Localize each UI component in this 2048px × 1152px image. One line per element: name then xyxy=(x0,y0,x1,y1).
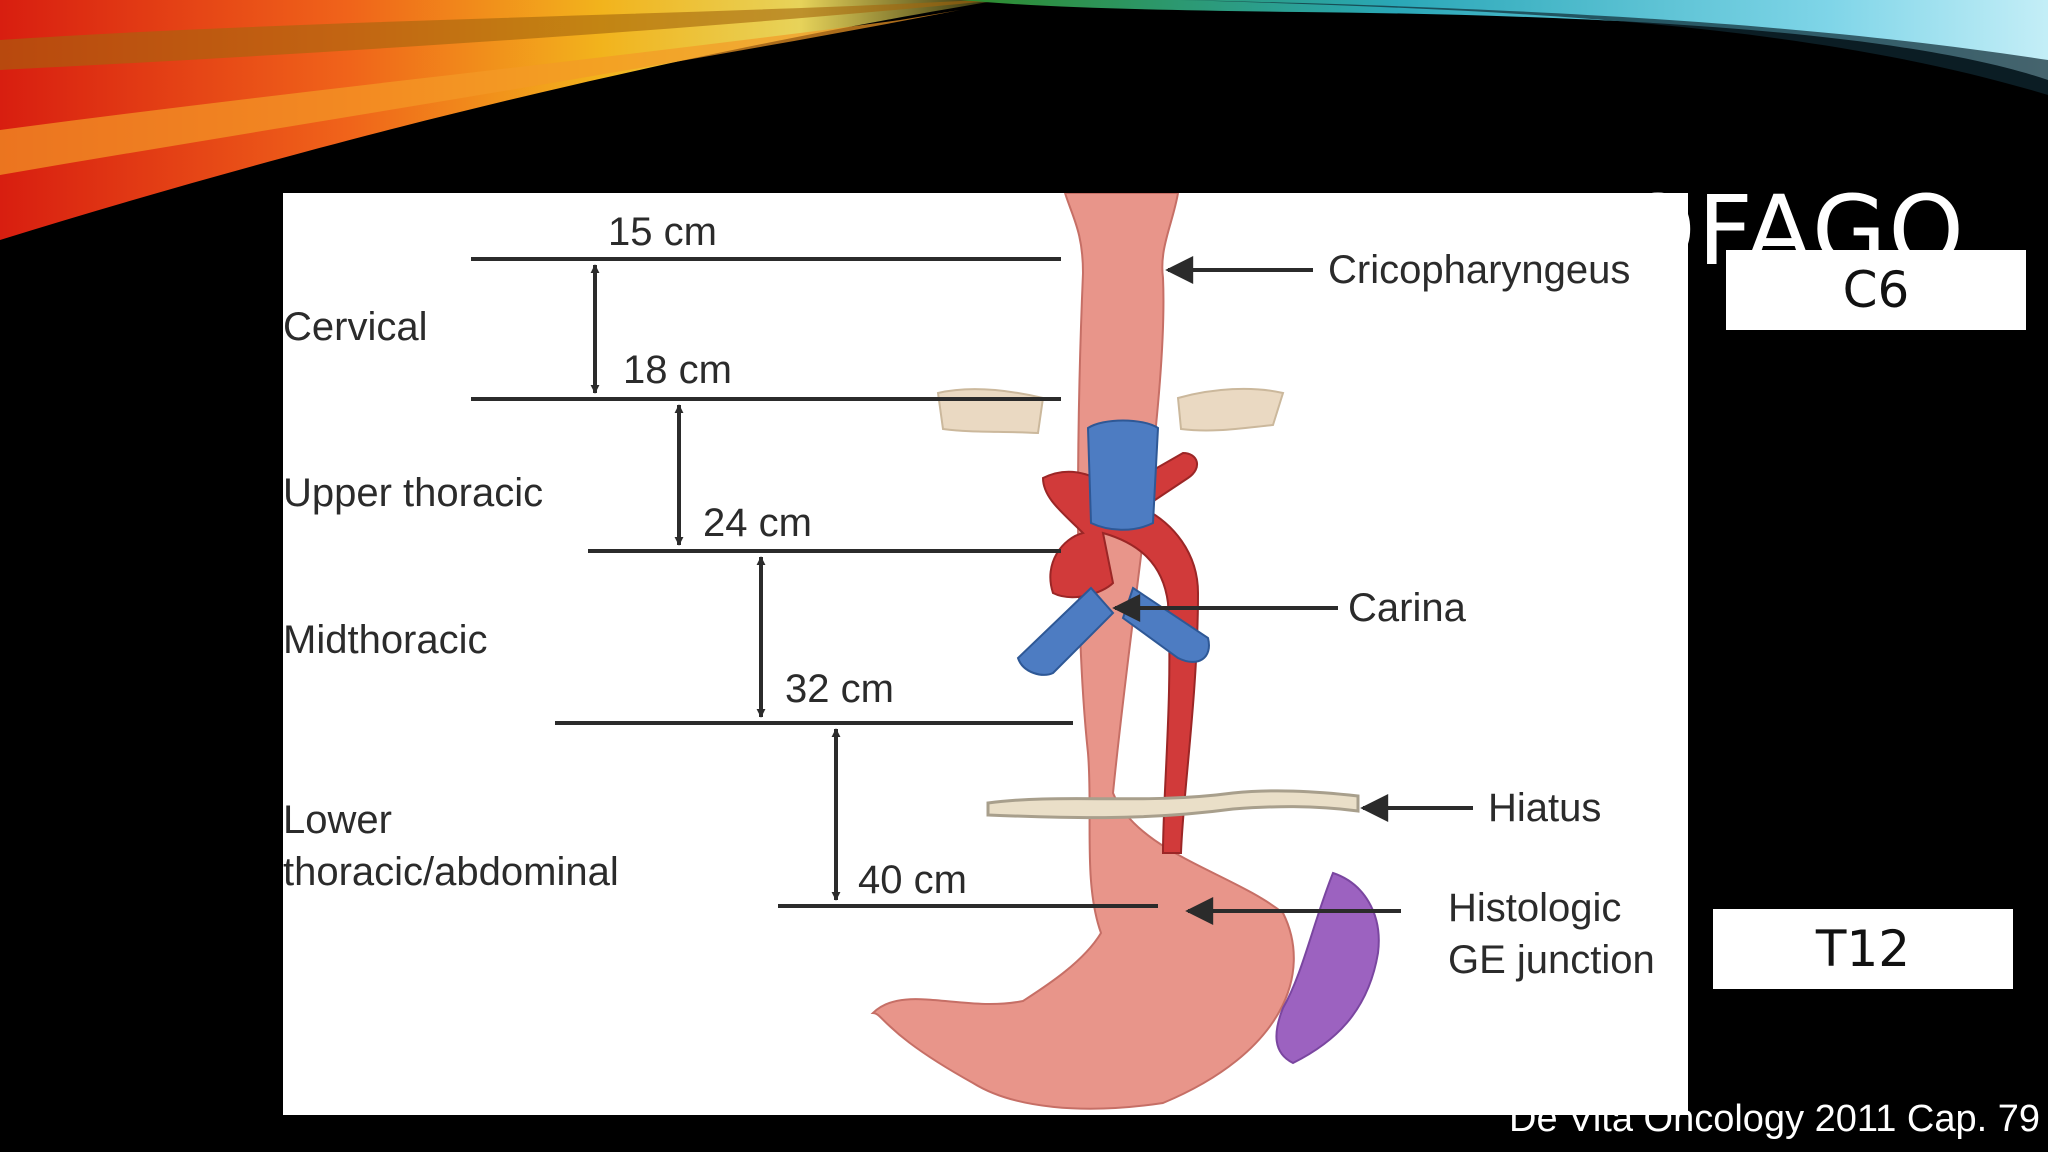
segment-upper-thoracic: Upper thoracic xyxy=(283,471,543,515)
segment-cervical: Cervical xyxy=(283,305,427,349)
landmark-hiatus: Hiatus xyxy=(1488,786,1601,830)
distance-40-cm: 40 cm xyxy=(858,858,967,902)
left-bronchus xyxy=(1016,586,1115,676)
distance-15-cm: 15 cm xyxy=(608,210,717,254)
landmark-histologic: Histologic xyxy=(1448,886,1621,930)
esophagus-stomach xyxy=(870,193,1295,1110)
diaphragm-hiatus xyxy=(986,789,1360,820)
right-clavicle xyxy=(1176,387,1285,432)
distance-32-cm: 32 cm xyxy=(785,667,894,711)
left-clavicle xyxy=(936,388,1045,435)
distance-18-cm: 18 cm xyxy=(623,348,732,392)
trachea xyxy=(1086,419,1160,531)
segment-midthoracic: Midthoracic xyxy=(283,618,488,662)
landmark-cricopharyngeus: Cricopharyngeus xyxy=(1328,248,1630,292)
landmark-ge-junction: GE junction xyxy=(1448,938,1655,982)
decorative-banner xyxy=(0,0,2048,240)
source-citation: De Vita Oncology 2011 Cap. 79 xyxy=(1509,1098,2040,1140)
segment-lower: Lower xyxy=(283,798,392,842)
gastric-fundus-structure xyxy=(1275,871,1380,1065)
segment-thoracic-abdominal: thoracic/abdominal xyxy=(283,850,619,894)
landmark-carina: Carina xyxy=(1348,586,1467,630)
vertebra-label-t12: T12 xyxy=(1713,909,2013,989)
vertebra-label-c6: C6 xyxy=(1726,250,2026,330)
esophagus-anatomy-figure: 15 cm 18 cm 24 cm 32 cm 40 cm Cervical U… xyxy=(283,193,1688,1115)
distance-24-cm: 24 cm xyxy=(703,501,812,545)
